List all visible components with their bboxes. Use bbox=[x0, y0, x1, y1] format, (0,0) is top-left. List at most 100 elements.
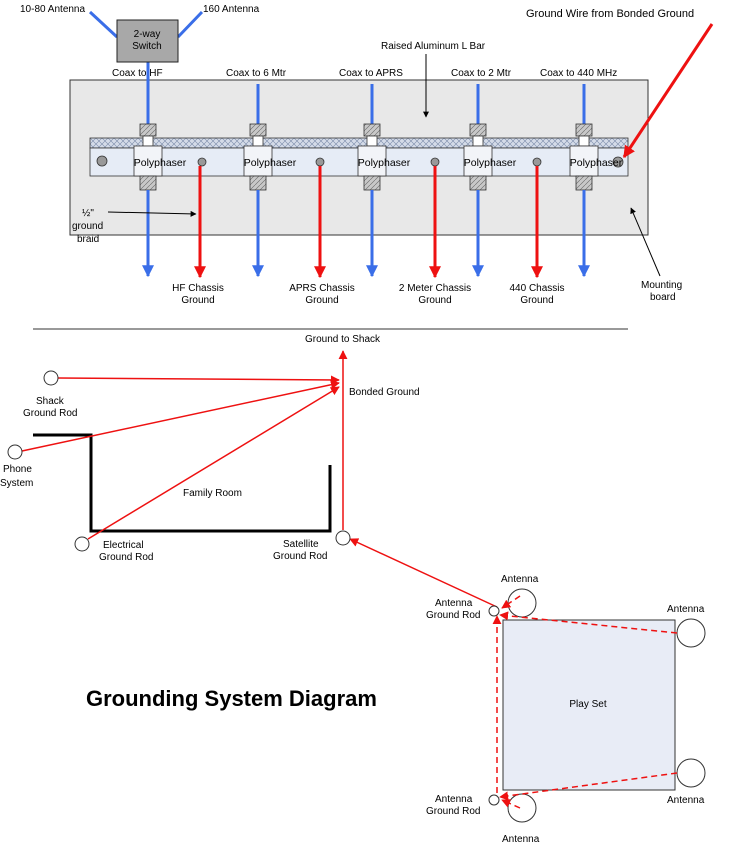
polyphaser-top-nut bbox=[578, 135, 590, 147]
antennas bbox=[507, 588, 706, 823]
play-set bbox=[502, 619, 676, 791]
diagram-title: Grounding System Diagram bbox=[86, 686, 377, 711]
bolt bbox=[197, 157, 207, 167]
antenna-ground-dashed bbox=[492, 595, 678, 809]
mounting-label-2: board bbox=[650, 292, 676, 303]
phone-label-1: Phone bbox=[3, 464, 32, 475]
polyphaser-top-nut bbox=[366, 135, 378, 147]
coax-label-aprs: Coax to APRS bbox=[339, 68, 403, 79]
polyphaser-label: Polyphaser bbox=[358, 157, 411, 169]
polyphaser-bottom-connector bbox=[363, 175, 381, 191]
antenna-ground-rod-label-top-1: Antenna bbox=[435, 598, 473, 609]
coax-label-2m: Coax to 2 Mtr bbox=[451, 68, 512, 79]
satellite-label-1: Satellite bbox=[283, 539, 319, 550]
polyphaser-body bbox=[243, 145, 273, 177]
braid-label-1: ½" bbox=[82, 208, 94, 219]
polyphaser-top-nut bbox=[252, 135, 264, 147]
shack-rod-label-2: Ground Rod bbox=[23, 408, 77, 419]
antenna-label-right: 160 Antenna bbox=[203, 4, 260, 15]
polyphaser: Polyphaser bbox=[133, 123, 187, 191]
polyphaser-body bbox=[569, 145, 599, 177]
chassis-label-hf-2: Ground bbox=[181, 295, 214, 306]
two-way-switch bbox=[116, 19, 179, 63]
polyphaser: Polyphaser bbox=[463, 123, 517, 191]
bonded-ground-label: Bonded Ground bbox=[349, 387, 420, 398]
bolt-left bbox=[96, 155, 108, 167]
antenna-ground-rod-label-bot-2: Ground Rod bbox=[426, 806, 480, 817]
chassis-label-hf-1: HF Chassis bbox=[172, 283, 224, 294]
polyphaser-body bbox=[357, 145, 387, 177]
antenna-top-right bbox=[676, 618, 706, 648]
antenna-label-bl: Antenna bbox=[502, 834, 540, 845]
bar-bolts bbox=[96, 155, 624, 168]
electrical-ground-rod bbox=[74, 536, 90, 552]
polyphaser-label: Polyphaser bbox=[134, 157, 187, 169]
antenna-bottom-right bbox=[676, 758, 706, 788]
chassis-label-aprs-2: Ground bbox=[305, 295, 338, 306]
coax-lines-bottom bbox=[142, 190, 590, 278]
polyphaser-top-nut bbox=[142, 135, 154, 147]
ground-wire-label: Ground Wire from Bonded Ground bbox=[526, 8, 694, 20]
play-set-label: Play Set bbox=[569, 699, 606, 710]
chassis-ground-lines bbox=[194, 166, 543, 279]
mounting-label-1: Mounting bbox=[641, 280, 682, 291]
antenna-ground-rod-bottom bbox=[488, 794, 500, 806]
polyphaser: Polyphaser bbox=[243, 123, 297, 191]
coax-lines-top bbox=[146, 62, 586, 126]
bolt bbox=[532, 157, 542, 167]
shack-ground-rod bbox=[43, 370, 59, 386]
antenna-label-tr: Antenna bbox=[667, 604, 705, 615]
polyphaser-top-connector bbox=[575, 123, 593, 137]
polyphaser-top-connector bbox=[363, 123, 381, 137]
family-room-walls bbox=[33, 433, 332, 533]
bolt bbox=[315, 157, 325, 167]
polyphaser-top-connector bbox=[249, 123, 267, 137]
ground-rods bbox=[7, 370, 351, 552]
polyphaser-body bbox=[133, 145, 163, 177]
antenna-wires bbox=[88, 10, 204, 39]
family-room-label: Family Room bbox=[183, 488, 242, 499]
antenna-ground-rod-label-bot-1: Antenna bbox=[435, 794, 473, 805]
antenna-ground-rod-top bbox=[488, 605, 500, 617]
ground-to-shack-label: Ground to Shack bbox=[305, 334, 381, 345]
antenna-label-br: Antenna bbox=[667, 795, 705, 806]
chassis-label-aprs-1: APRS Chassis bbox=[289, 283, 355, 294]
antenna-label-left: 10-80 Antenna bbox=[20, 4, 85, 15]
polyphaser: Polyphaser bbox=[569, 123, 623, 191]
satellite-label-2: Ground Rod bbox=[273, 551, 327, 562]
switch-label-2: Switch bbox=[132, 41, 161, 52]
polyphaser-bottom-connector bbox=[249, 175, 267, 191]
polyphaser-label: Polyphaser bbox=[570, 157, 623, 169]
mounting-arrow bbox=[630, 207, 661, 277]
polyphaser-body bbox=[463, 145, 493, 177]
polyphaser-bottom-connector bbox=[139, 175, 157, 191]
polyphaser-label: Polyphaser bbox=[464, 157, 517, 169]
coax-label-hf: Coax to HF bbox=[112, 68, 163, 79]
electrical-label-1: Electrical bbox=[103, 540, 144, 551]
antenna-label-tl: Antenna bbox=[501, 574, 539, 585]
polyphaser: Polyphaser bbox=[357, 123, 411, 191]
polyphaser-label: Polyphaser bbox=[244, 157, 297, 169]
polyphaser-top-connector bbox=[469, 123, 487, 137]
braid-arrow bbox=[107, 210, 197, 217]
phone-system-rod bbox=[7, 444, 23, 460]
bonded-ground-wires bbox=[21, 350, 498, 608]
polyphaser-bottom-connector bbox=[469, 175, 487, 191]
antenna-ground-rod-label-top-2: Ground Rod bbox=[426, 610, 480, 621]
chassis-label-2m-1: 2 Meter Chassis bbox=[399, 283, 471, 294]
electrical-label-2: Ground Rod bbox=[99, 552, 153, 563]
polyphasers: Polyphaser Polyphaser Polyphaser Polyphaser… bbox=[133, 123, 623, 191]
ground-wire-arrow bbox=[622, 23, 714, 159]
coax-label-440: Coax to 440 MHz bbox=[540, 68, 617, 79]
satellite-ground-rod bbox=[335, 530, 351, 546]
antenna-top-left bbox=[507, 588, 537, 618]
polyphaser-top-nut bbox=[472, 135, 484, 147]
phone-label-2: System bbox=[0, 478, 33, 489]
coax-label-6m: Coax to 6 Mtr bbox=[226, 68, 287, 79]
braid-label-3: braid bbox=[77, 234, 99, 245]
switch-label-1: 2-way bbox=[134, 29, 161, 40]
chassis-label-440-2: Ground bbox=[520, 295, 553, 306]
polyphaser-bottom-connector bbox=[575, 175, 593, 191]
shack-rod-label-1: Shack bbox=[36, 396, 65, 407]
